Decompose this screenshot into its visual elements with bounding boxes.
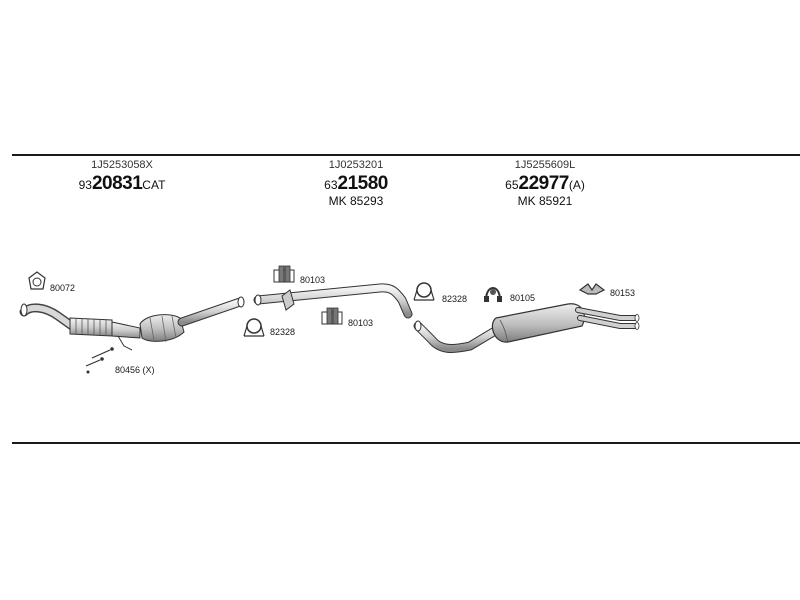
section-header-middle-pipe: 1J0253201 6321580 MK 85293: [286, 159, 426, 208]
part-label: 80153: [610, 288, 635, 298]
oe-number: 1J0253201: [328, 159, 384, 171]
part-number[interactable]: 9320831CAT: [52, 174, 192, 193]
section-header-rear-muffler: 1J5255609L 6522977(A) MK 85921: [470, 159, 620, 208]
part-label: 80456 (X): [115, 365, 155, 375]
top-divider-line: [12, 154, 800, 156]
part-label: 80103: [300, 275, 325, 285]
gasket-80072[interactable]: 80072: [28, 271, 75, 293]
part-label: 80103: [348, 318, 373, 328]
hanger-80103-upper[interactable]: 80103: [273, 265, 325, 285]
bottom-divider-line: [12, 442, 800, 444]
rear-muffler-assembly[interactable]: [413, 303, 640, 353]
catalytic-converter-assembly[interactable]: [19, 296, 245, 351]
part-number-suffix: CAT: [142, 178, 166, 192]
mk-number: MK 85293: [328, 194, 384, 208]
bracket-80153[interactable]: 80153: [578, 283, 635, 298]
clamp-82328-right[interactable]: 82328: [413, 282, 467, 304]
clamp-kit-80456[interactable]: 80456 (X): [85, 347, 155, 375]
rubber-mount-80105[interactable]: 80105: [484, 287, 535, 303]
mk-number: MK 85921: [517, 194, 573, 208]
part-number-main: 22977: [518, 173, 570, 194]
part-label: 82328: [442, 294, 467, 304]
oe-number: 1J5255609L: [514, 159, 576, 171]
oe-number: 1J5253058X: [91, 159, 153, 171]
part-number[interactable]: 6321580: [286, 174, 426, 193]
part-number-main: 21580: [337, 173, 389, 194]
part-label: 80105: [510, 293, 535, 303]
part-number[interactable]: 6522977(A): [470, 174, 620, 193]
section-header-catalytic: 1J5253058X 9320831CAT: [52, 160, 192, 195]
part-label: 80072: [50, 283, 75, 293]
clamp-82328-left[interactable]: 82328: [243, 318, 295, 337]
part-number-prefix: 63: [324, 178, 338, 192]
part-number-main: 20831: [91, 173, 143, 194]
part-number-suffix: (A): [568, 178, 585, 192]
part-number-prefix: 93: [78, 178, 92, 192]
part-number-prefix: 65: [505, 178, 519, 192]
hanger-80103-lower[interactable]: 80103: [321, 307, 373, 328]
middle-pipe[interactable]: [253, 283, 413, 319]
part-label: 82328: [270, 327, 295, 337]
